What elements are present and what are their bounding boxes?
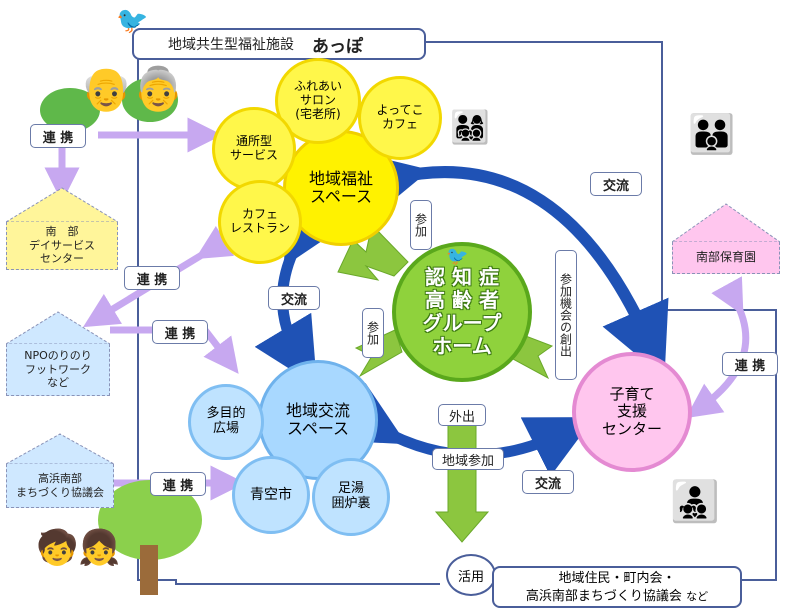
- renkei-tag-1: 連 携: [30, 124, 86, 148]
- tsusho-service: 通所型サービス: [212, 107, 296, 191]
- tree-left: [98, 480, 202, 560]
- cafe-restaurant: カフェレストラン: [218, 180, 302, 264]
- tamokuteki-hiroba: 多目的広場: [188, 384, 264, 460]
- kosodate-center: 子育て支援センター: [572, 352, 692, 472]
- koryu-arrow-top: [351, 150, 669, 378]
- katsuyo-circle: 活用: [446, 554, 496, 596]
- house-npo: NPOのりのりフットワークなど: [6, 310, 110, 396]
- group-home: 認 知 症高 齢 者グループホーム: [392, 242, 532, 382]
- elderly-couple-icon: 👴👵: [80, 64, 185, 113]
- facility-title-label: 地域共生型福祉施設: [168, 37, 294, 53]
- community-people-icon: 👨‍👩‍👧‍👦: [450, 108, 490, 146]
- aozora-ichi: 青空市: [232, 456, 310, 534]
- frame-line: [137, 48, 440, 585]
- house-hoikuen: 南部保育園: [672, 202, 780, 274]
- house-takahama: 高浜南部まちづくり協議会: [6, 432, 114, 508]
- parents-kids-icon: 👨‍👧‍👦: [670, 479, 720, 525]
- fureai-salon: ふれあいサロン(宅老所): [275, 58, 361, 144]
- ashiyu-irori: 足湯囲炉裏: [312, 458, 390, 536]
- sanka-kikai-tag: 参加機会の創出: [555, 250, 577, 380]
- children-icon: 🧒👧: [36, 528, 121, 568]
- gaishutsu-tag: 外出: [438, 404, 486, 426]
- koryu-tag-top: 交流: [590, 172, 642, 196]
- renkei-tag-4: 連 携: [150, 472, 206, 496]
- facility-title: 地域共生型福祉施設 あっぽ: [132, 28, 426, 60]
- koryu-tag-left: 交流: [268, 286, 320, 310]
- chiiki-sanka-tag: 地域参加: [432, 448, 504, 470]
- renkei-tag-3: 連 携: [152, 320, 208, 344]
- renkei-tag-2: 連 携: [124, 266, 180, 290]
- sanka-tag-left: 参加: [362, 308, 384, 358]
- bird-icon: 🐦: [116, 6, 149, 36]
- bottom-residents-box: 地域住民・町内会・ 高浜南部まちづくり協議会 など: [492, 566, 742, 608]
- bird-icon-center: 🐦: [446, 246, 469, 267]
- yotteko-cafe: よってこカフェ: [358, 76, 442, 160]
- family-icon: 👪: [688, 112, 736, 156]
- renkei-tag-5: 連 携: [722, 352, 778, 376]
- facility-title-name: あっぽ: [312, 36, 363, 57]
- koryu-tag-bottom: 交流: [522, 470, 574, 494]
- sanka-tag-top: 参加: [410, 200, 432, 250]
- house-nanbu-day: 南 部デイサービスセンター: [6, 186, 118, 270]
